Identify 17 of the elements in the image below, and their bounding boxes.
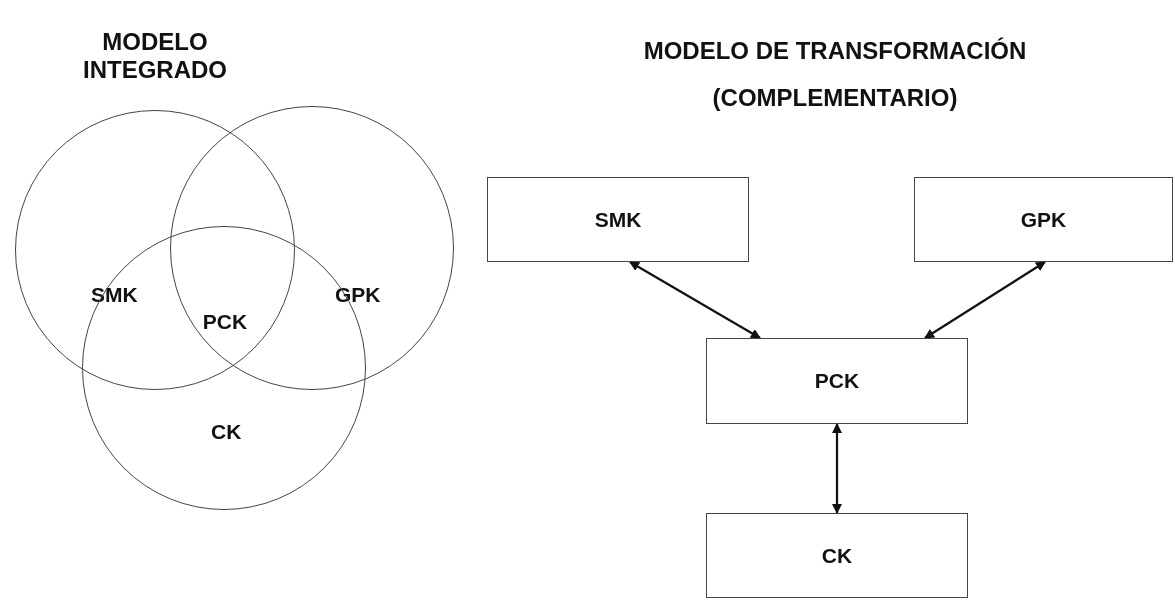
- concept-box: [706, 513, 968, 598]
- concept-box: [706, 338, 968, 424]
- concept-box: [487, 177, 749, 262]
- node-label: SMK: [91, 283, 138, 307]
- double-arrow: [832, 423, 842, 514]
- node-label: GPK: [335, 283, 381, 307]
- double-arrow: [629, 261, 761, 339]
- node-label: GPK: [1019, 207, 1068, 232]
- heading: MODELO DE TRANSFORMACIÓN (COMPLEMENTARIO): [642, 36, 1028, 113]
- node-label: SMK: [593, 207, 643, 232]
- node-label: PCK: [813, 369, 861, 393]
- node-label: CK: [211, 420, 242, 444]
- double-arrow: [924, 261, 1046, 339]
- heading: MODELO INTEGRADO: [82, 28, 228, 84]
- node-label: CK: [820, 543, 854, 568]
- intersection-label: PCK: [201, 310, 249, 334]
- concept-box: [914, 177, 1173, 262]
